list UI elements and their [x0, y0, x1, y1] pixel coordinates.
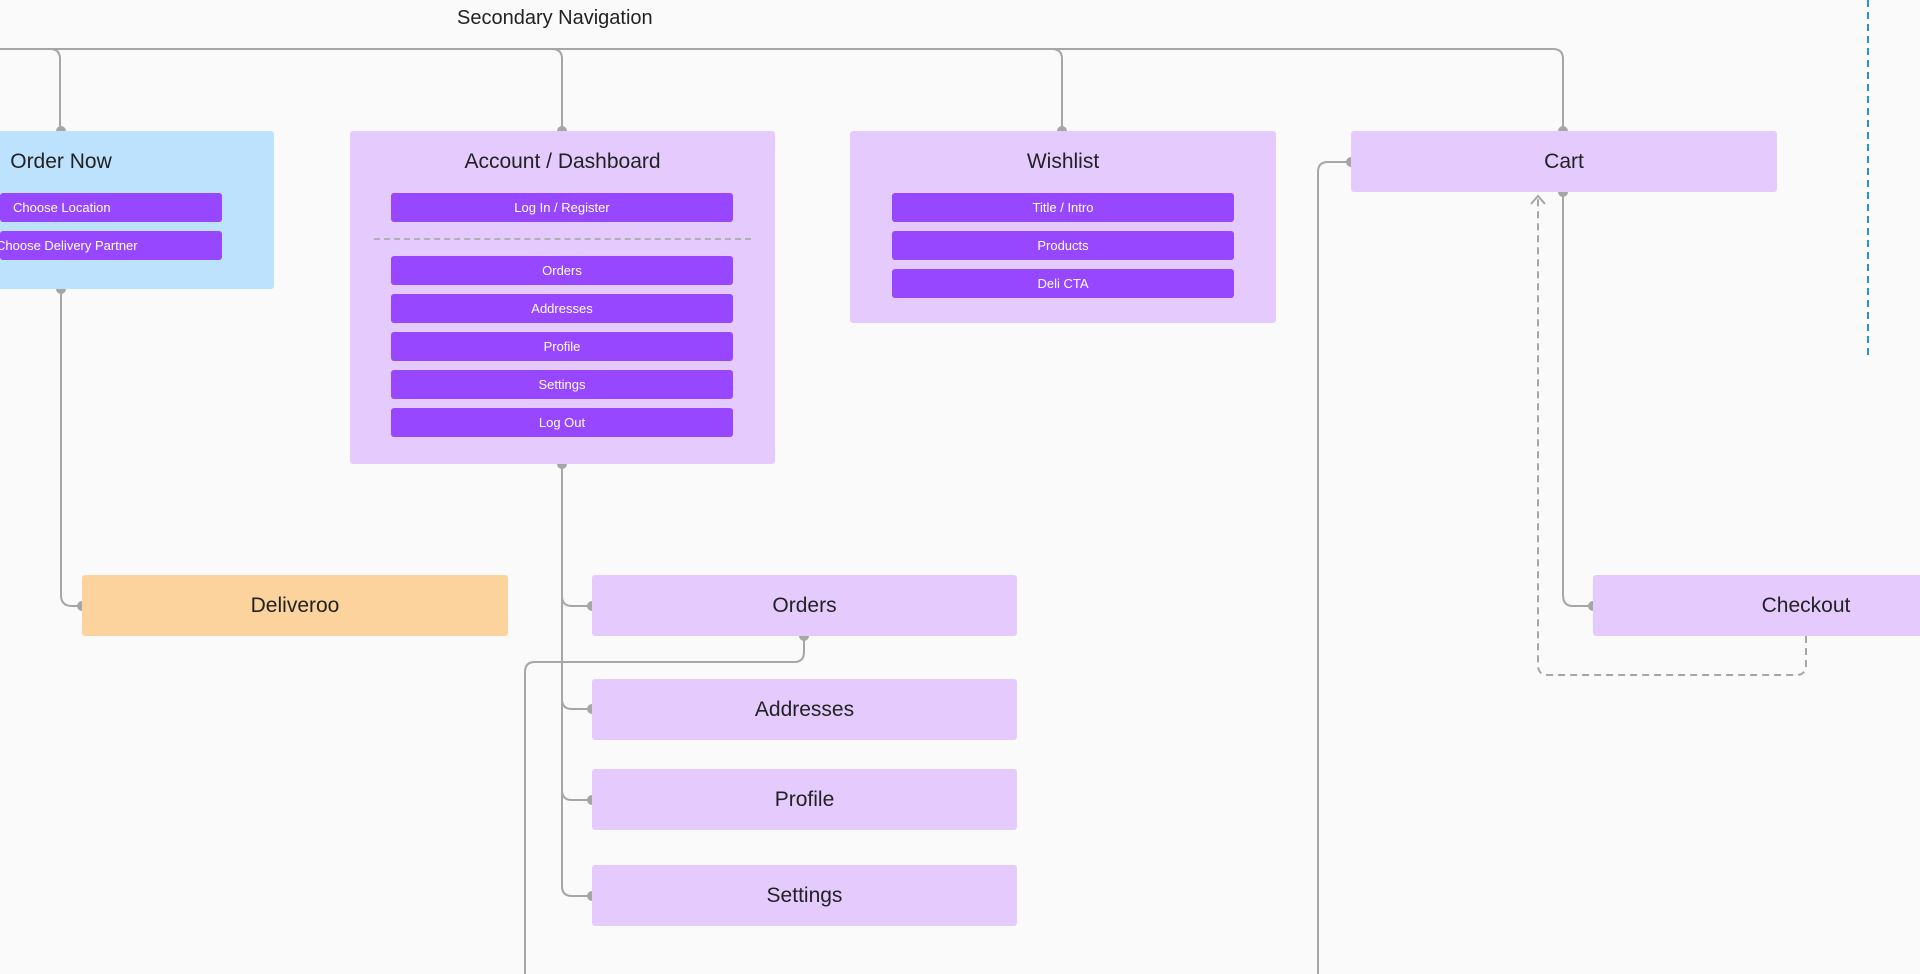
section-title: Secondary Navigation	[457, 7, 653, 29]
orders-page-node[interactable]: Orders	[592, 575, 1017, 636]
order-now-card[interactable]: Order Now Choose Location Choose Deliver…	[0, 131, 274, 289]
drop-wishlist	[1051, 48, 1063, 131]
profile-page-label: Profile	[774, 787, 835, 811]
account-settings-chip[interactable]: Settings	[391, 370, 733, 399]
wishlist-deli-cta-chip[interactable]: Deli CTA	[892, 269, 1234, 298]
orders-page-label: Orders	[772, 593, 837, 617]
cart-title: Cart	[1544, 149, 1584, 173]
choose-delivery-partner-label: Choose Delivery Partner	[0, 238, 138, 253]
link-account-profile	[561, 789, 592, 801]
link-account-orders	[561, 595, 592, 607]
checkout-node[interactable]: Checkout	[1593, 575, 1920, 636]
drop-order-now	[49, 48, 61, 131]
account-divider	[374, 238, 751, 240]
profile-page-node[interactable]: Profile	[592, 769, 1017, 830]
choose-delivery-partner-chip[interactable]: Choose Delivery Partner	[0, 231, 222, 260]
account-dashboard-title: Account / Dashboard	[464, 150, 661, 173]
account-profile-chip[interactable]: Profile	[391, 332, 733, 361]
drop-account	[551, 48, 563, 131]
wishlist-title: Wishlist	[1026, 150, 1100, 173]
deliveroo-label: Deliveroo	[250, 593, 340, 617]
account-addresses-chip[interactable]: Addresses	[391, 294, 733, 323]
checkout-label: Checkout	[1761, 593, 1851, 617]
top-nav-connector	[0, 48, 1564, 131]
choose-location-chip[interactable]: Choose Location	[0, 193, 222, 222]
wishlist-title-intro-chip[interactable]: Title / Intro	[892, 193, 1234, 222]
settings-page-label: Settings	[766, 883, 843, 907]
addresses-page-label: Addresses	[754, 697, 855, 721]
addresses-page-node[interactable]: Addresses	[592, 679, 1017, 740]
account-trunk	[561, 464, 592, 897]
link-account-addresses	[561, 698, 592, 710]
wishlist-products-chip[interactable]: Products	[892, 231, 1234, 260]
link-cart-checkout	[1562, 192, 1593, 607]
cart-card[interactable]: Cart	[1351, 131, 1777, 192]
account-logout-chip[interactable]: Log Out	[391, 408, 733, 437]
login-register-chip[interactable]: Log In / Register	[391, 193, 733, 222]
link-order-now-deliveroo	[60, 289, 82, 607]
deliveroo-node[interactable]: Deliveroo	[82, 575, 508, 636]
account-dashboard-card[interactable]: Account / Dashboard Log In / Register Or…	[350, 131, 775, 464]
return-arrowhead	[1530, 194, 1546, 205]
settings-page-node[interactable]: Settings	[592, 865, 1017, 926]
account-orders-chip[interactable]: Orders	[391, 256, 733, 285]
order-now-title: Order Now	[10, 150, 112, 173]
wishlist-card[interactable]: Wishlist Title / Intro Products Deli CTA	[850, 131, 1276, 323]
link-cart-left	[1317, 161, 1351, 974]
